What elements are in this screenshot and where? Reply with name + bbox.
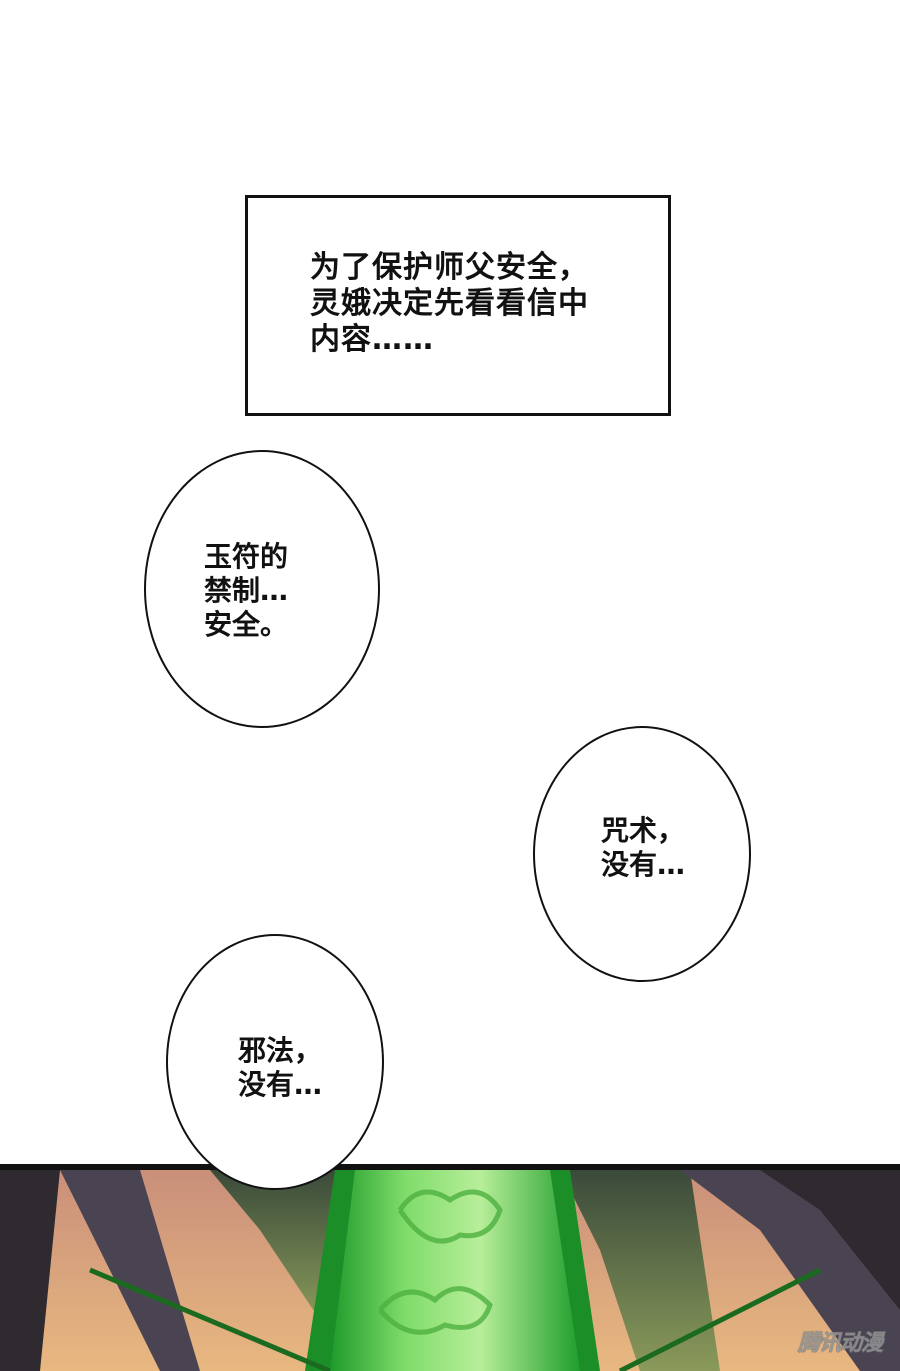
narration-text: 为了保护师父安全， 灵娥决定先看看信中 内容…… bbox=[310, 250, 589, 358]
bubble-text: 咒术， 没有… bbox=[601, 814, 685, 882]
speech-bubble-1: 玉符的 禁制… 安全。 bbox=[144, 450, 380, 728]
speech-bubble-2: 咒术， 没有… bbox=[533, 726, 751, 982]
bubble-text: 邪法， 没有… bbox=[238, 1034, 322, 1102]
speech-bubble-3: 邪法， 没有… bbox=[166, 934, 384, 1190]
jade-talisman-panel: 腾讯动漫 bbox=[0, 1164, 900, 1371]
bubble-line: 没有… bbox=[238, 1068, 323, 1101]
narration-line: 灵娥决定先看看信中 bbox=[310, 286, 589, 321]
narration-line: 内容…… bbox=[310, 322, 434, 357]
watermark-logo: 腾讯动漫 bbox=[797, 1331, 883, 1357]
bubble-line: 禁制… bbox=[204, 574, 289, 607]
narration-box: 为了保护师父安全， 灵娥决定先看看信中 内容…… bbox=[245, 195, 671, 416]
bubble-line: 邪法， bbox=[238, 1034, 323, 1067]
narration-line: 为了保护师父安全， bbox=[310, 250, 589, 285]
bubble-line: 没有… bbox=[601, 848, 686, 881]
bubble-text: 玉符的 禁制… 安全。 bbox=[204, 540, 288, 642]
bubble-line: 玉符的 bbox=[204, 540, 289, 573]
jade-talisman-illustration bbox=[0, 1170, 900, 1371]
bubble-line: 安全。 bbox=[204, 608, 289, 641]
bubble-line: 咒术， bbox=[601, 814, 686, 847]
